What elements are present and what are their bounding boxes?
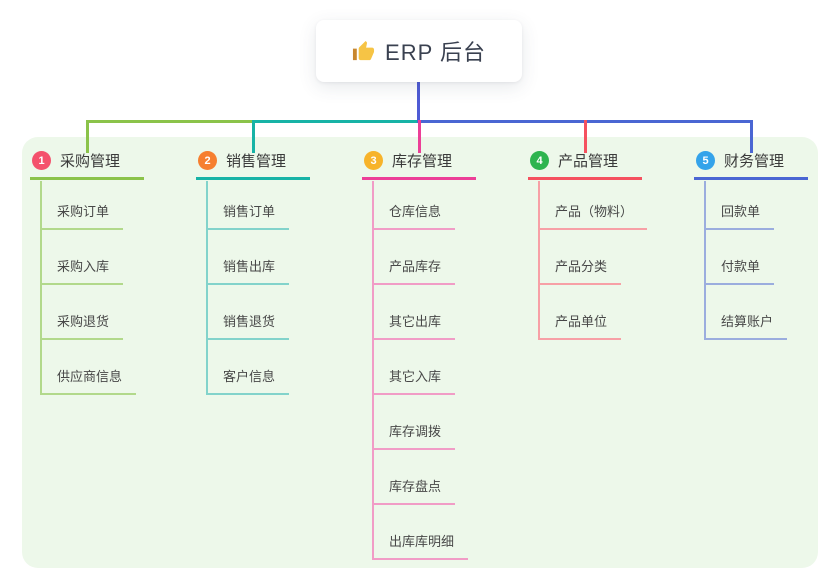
branch-trunk-line [40, 181, 42, 394]
child-node[interactable]: 其它入库 [372, 367, 456, 395]
branch-header[interactable]: 1 采购管理 [30, 148, 144, 180]
branch-label: 产品管理 [558, 153, 619, 170]
bus-segment-green [86, 120, 255, 123]
branch-column-2: 2 销售管理 销售订单销售出库销售退货客户信息 [196, 148, 360, 568]
branch-header[interactable]: 3 库存管理 [362, 148, 476, 180]
branch-column-4: 4 产品管理 产品（物料） 产品分类产品单位 [528, 148, 692, 568]
child-node[interactable]: 产品库存 [372, 257, 456, 285]
child-node[interactable]: 销售订单 [206, 202, 290, 230]
bus-segment-teal [252, 120, 417, 123]
child-node[interactable]: 客户信息 [206, 367, 290, 395]
branch-number-badge: 4 [530, 151, 549, 170]
branch-drop-line [418, 120, 421, 153]
root-title: ERP 后台 [385, 40, 486, 65]
child-node[interactable]: 库存调拨 [372, 422, 456, 450]
thumbs-up-icon [352, 40, 375, 63]
branch-column-1: 1 采购管理 采购订单采购入库采购退货供应商信息 [30, 148, 194, 568]
branch-drop-line [584, 120, 587, 153]
branch-label: 采购管理 [60, 153, 121, 170]
child-node[interactable]: 销售出库 [206, 257, 290, 285]
child-node[interactable]: 销售退货 [206, 312, 290, 340]
branch-number-badge: 2 [198, 151, 217, 170]
child-node[interactable]: 供应商信息 [40, 367, 137, 395]
branch-header[interactable]: 4 产品管理 [528, 148, 642, 180]
branch-label: 财务管理 [724, 153, 785, 170]
child-node[interactable]: 出库库明细 [372, 532, 469, 560]
child-node[interactable]: 仓库信息 [372, 202, 456, 230]
child-node[interactable]: 产品分类 [538, 257, 622, 285]
branch-number-badge: 5 [696, 151, 715, 170]
child-node[interactable]: 其它出库 [372, 312, 456, 340]
branch-header[interactable]: 2 销售管理 [196, 148, 310, 180]
child-node[interactable]: 采购退货 [40, 312, 124, 340]
branch-trunk-line [538, 181, 540, 339]
branch-trunk-line [372, 181, 374, 559]
child-node[interactable]: 产品（物料） [538, 202, 648, 230]
child-node[interactable]: 回款单 [704, 202, 775, 230]
branch-drop-line [252, 120, 255, 153]
branch-header[interactable]: 5 财务管理 [694, 148, 808, 180]
branch-label: 销售管理 [226, 153, 287, 170]
child-node[interactable]: 库存盘点 [372, 477, 456, 505]
branch-column-5: 5 财务管理 回款单付款单结算账户 [694, 148, 839, 568]
child-node[interactable]: 采购订单 [40, 202, 124, 230]
root-link-line [417, 82, 420, 123]
branches-panel [22, 137, 818, 568]
root-node[interactable]: ERP 后台 [316, 20, 522, 82]
branch-column-3: 3 库存管理 仓库信息产品库存其它出库其它入库库存调拨库存盘点出库库明细 [362, 148, 526, 568]
branch-drop-line [750, 120, 753, 153]
branch-label: 库存管理 [392, 153, 453, 170]
branch-drop-line [86, 120, 89, 153]
child-node[interactable]: 付款单 [704, 257, 775, 285]
branch-number-badge: 3 [364, 151, 383, 170]
child-node[interactable]: 采购入库 [40, 257, 124, 285]
child-node[interactable]: 结算账户 [704, 312, 788, 340]
branch-number-badge: 1 [32, 151, 51, 170]
branch-trunk-line [704, 181, 706, 339]
branch-trunk-line [206, 181, 208, 394]
child-node[interactable]: 产品单位 [538, 312, 622, 340]
